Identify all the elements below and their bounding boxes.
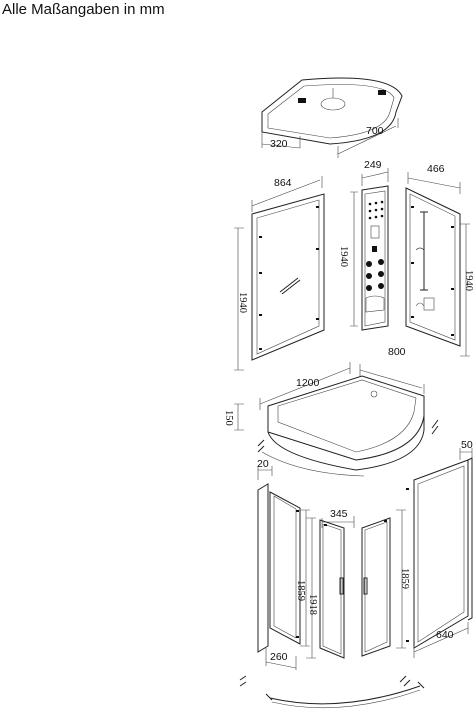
column-width-dimension: 249 xyxy=(361,159,389,186)
right-fixed-width-dimension: 640 xyxy=(413,622,469,658)
left-fixed-height-label: 1859 xyxy=(295,580,306,601)
side-panel-width-dimension: 466 xyxy=(407,163,461,194)
glass-clips xyxy=(259,206,454,642)
tray-depth-dimension: 800 xyxy=(359,346,425,394)
left-fixed-width-label: 260 xyxy=(270,651,288,663)
side-panel-height-label: 1940 xyxy=(463,270,474,291)
roof-depth-dimension: 320 xyxy=(261,132,301,150)
tray-width-label: 1200 xyxy=(296,377,320,389)
left-sliding-door-part xyxy=(319,519,345,659)
left-fixed-brackets xyxy=(239,675,247,687)
page-title: Alle Maßangaben in mm xyxy=(2,1,165,18)
side-panel-height-dimension: 1940 xyxy=(460,223,474,357)
tray-height-dimension: 150 xyxy=(223,403,244,431)
top-gap-label: 20 xyxy=(257,458,269,470)
back-panel-width-dimension: 864 xyxy=(251,176,323,212)
door-height-label: 1918 xyxy=(307,594,318,615)
right-fixed-panel-part xyxy=(413,457,473,649)
roof-width-label: 700 xyxy=(366,125,384,137)
door-width-label: 345 xyxy=(330,508,348,520)
top-gap-dimension: 20 xyxy=(257,458,273,480)
tray-width-dimension: 1200 xyxy=(259,362,351,410)
back-panel-part xyxy=(251,193,325,361)
back-panel-height-dimension: 1940 xyxy=(234,227,248,371)
right-gap-label: 50 xyxy=(461,439,473,451)
tray-brackets xyxy=(257,419,439,477)
door-width-dimension: 345 xyxy=(321,508,355,528)
right-fixed-height-dimension: 1859 xyxy=(396,509,410,649)
back-panel-height-label: 1940 xyxy=(237,292,248,313)
right-fixed-height-label: 1859 xyxy=(399,568,410,589)
back-panel-width-label: 864 xyxy=(274,177,292,189)
shower-column-part xyxy=(361,185,389,331)
roof-width-dimension: 700 xyxy=(337,118,399,158)
right-sliding-door-part xyxy=(361,517,391,657)
roof-depth-label: 320 xyxy=(270,138,288,150)
door-height-dimension: 1918 xyxy=(306,517,318,659)
side-panel-width-label: 466 xyxy=(427,163,445,175)
side-panel-part xyxy=(405,187,461,347)
door-rail-brackets xyxy=(265,675,425,709)
column-nozzles xyxy=(368,200,384,220)
tray-depth-label: 800 xyxy=(388,346,406,358)
roof-part xyxy=(261,77,403,145)
left-fixed-panel-part xyxy=(257,483,301,653)
shower-tray-part xyxy=(267,375,425,471)
right-fixed-width-label: 640 xyxy=(436,629,454,641)
column-height-dimension: 1940 xyxy=(338,191,358,327)
tray-height-label: 150 xyxy=(223,410,234,426)
left-fixed-width-dimension: 260 xyxy=(265,648,297,670)
column-width-label: 249 xyxy=(364,159,382,171)
left-fixed-height-dimension: 1859 xyxy=(295,509,310,647)
column-height-label: 1940 xyxy=(338,246,349,267)
right-gap-dimension: 50 xyxy=(459,439,473,460)
